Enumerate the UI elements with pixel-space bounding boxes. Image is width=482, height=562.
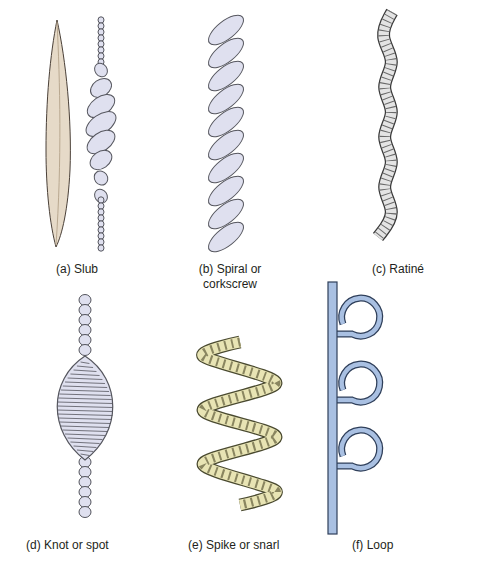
caption: (a) Slub [56,262,136,277]
ratine-outline [378,12,392,237]
knot-wrap [68,378,103,380]
yarn-bead [98,245,104,251]
yarn-bead [98,17,104,23]
ratine-texture [378,12,392,237]
loop-outline [334,430,380,468]
knot-wrap [68,438,103,440]
knot-wrap [58,418,112,420]
yarn-bead [98,35,104,41]
knot-wrap [57,410,113,412]
ratine-fill [378,12,392,237]
caption: (b) Spiral or corkscrew [188,262,272,292]
loop-fill [334,298,380,336]
loop-yarn [328,282,380,534]
yarn-bead [98,47,104,53]
yarn-bead [98,203,104,209]
yarn-segment [86,146,115,173]
knot-wrap [74,446,97,448]
yarn-bead [98,41,104,47]
knot-wrap [61,426,109,428]
caption: (d) Knot or spot [26,538,146,553]
knot-wrap [70,374,99,376]
knot-wrap [63,386,107,388]
yarn-bead [79,345,91,356]
core-yarn [328,282,337,534]
caption: (f) Loop [352,538,442,553]
yarn-segment [91,168,110,187]
knot-wrap [77,450,93,452]
yarn-bead [79,497,91,508]
yarn-bead [79,467,91,478]
knot-wrap [81,454,90,456]
knot-wrap [65,382,105,384]
fibre-shade [56,22,60,245]
knot-wrap [59,422,110,424]
yarn-bead [79,305,91,316]
slub-yarn [82,17,121,251]
yarn-bead [98,209,104,215]
loop-outline [334,364,380,402]
knot-yarn [57,295,113,518]
loop-fill [334,364,380,402]
yarn-bead [79,325,91,336]
knot-body [57,356,113,460]
ratine-yarn [378,12,392,237]
yarn-bead [98,53,104,59]
spike-twist [203,342,277,505]
yarn-bead [98,23,104,29]
yarn-bead [79,295,91,306]
yarn-bead [79,335,91,346]
yarn-bead [98,215,104,221]
knot-wrap [81,362,90,364]
yarn-bead [98,233,104,239]
loop-outline [334,298,380,336]
yarn-bead [98,227,104,233]
yarn-bead [98,29,104,35]
yarn-bead [79,507,91,518]
spiral-yarn [204,10,248,257]
knot-wrap [65,434,105,436]
yarn-bead [98,221,104,227]
yarn-bead [98,197,104,203]
caption: (e) Spike or snarl [188,538,308,553]
loop-fill [334,430,380,468]
yarn-bead [79,487,91,498]
knot-wrap [63,430,107,432]
knot-wrap [70,442,99,444]
knot-wrap [57,406,113,408]
slub-fibre [46,20,70,247]
knot-wrap [74,370,97,372]
yarn-bead [79,477,91,488]
knot-wrap [59,394,110,396]
knot-wrap [58,398,112,400]
yarn-segment [204,217,248,257]
spike-outline [203,342,277,505]
knot-wrap [77,366,93,368]
spike-yarn [203,342,277,505]
yarn-segment [92,61,110,80]
yarn-bead [98,239,104,245]
caption: (c) Ratiné [372,262,462,277]
knot-wrap [61,390,109,392]
spike-fill [203,342,277,505]
knot-wrap [57,414,112,416]
yarn-bead [79,315,91,326]
knot-wrap [57,402,112,404]
